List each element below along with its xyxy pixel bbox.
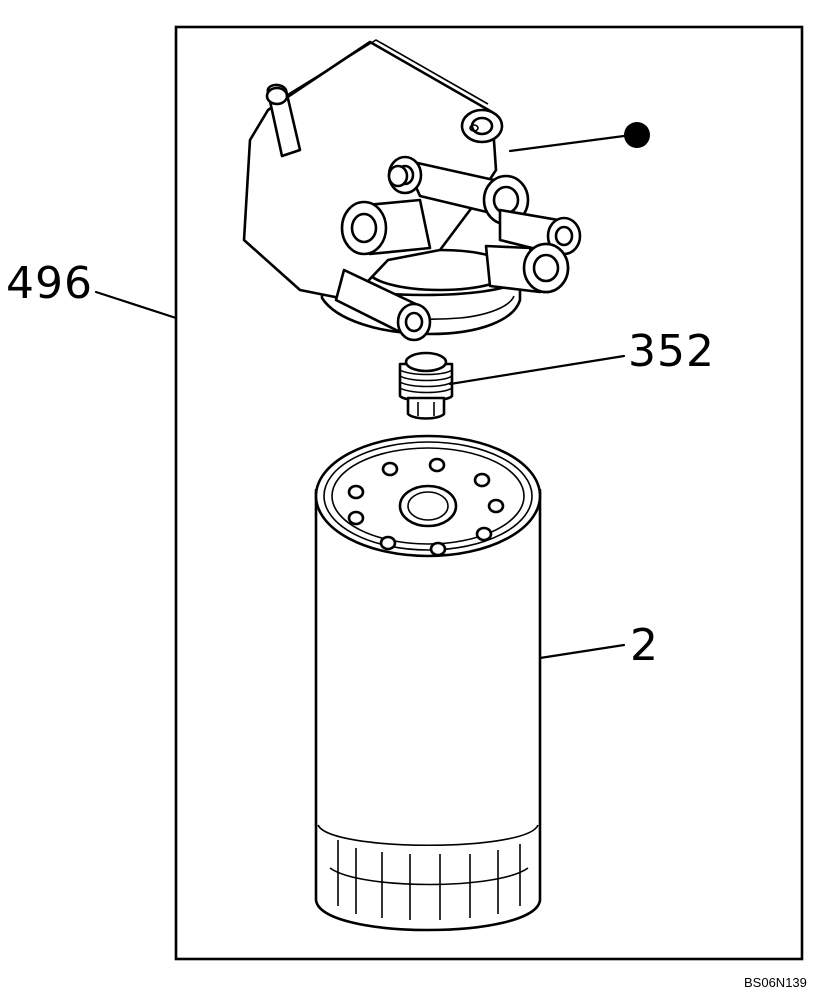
- leader-line-filter: [538, 643, 626, 660]
- filter-head: [242, 39, 582, 342]
- spin-on-filter: [314, 434, 542, 932]
- fitting-nipple: [398, 351, 454, 420]
- leader-line-note: [508, 134, 626, 153]
- leader-line-assembly: [94, 290, 178, 320]
- callout-fitting: 352: [628, 326, 715, 377]
- diagram-frame: [174, 25, 804, 961]
- callout-filter: 2: [630, 620, 659, 671]
- leader-line-fitting: [448, 354, 626, 386]
- drawing-code: BS06N139: [744, 975, 807, 990]
- callout-assembly: 496: [6, 258, 93, 309]
- filled-circle-icon: [624, 122, 650, 148]
